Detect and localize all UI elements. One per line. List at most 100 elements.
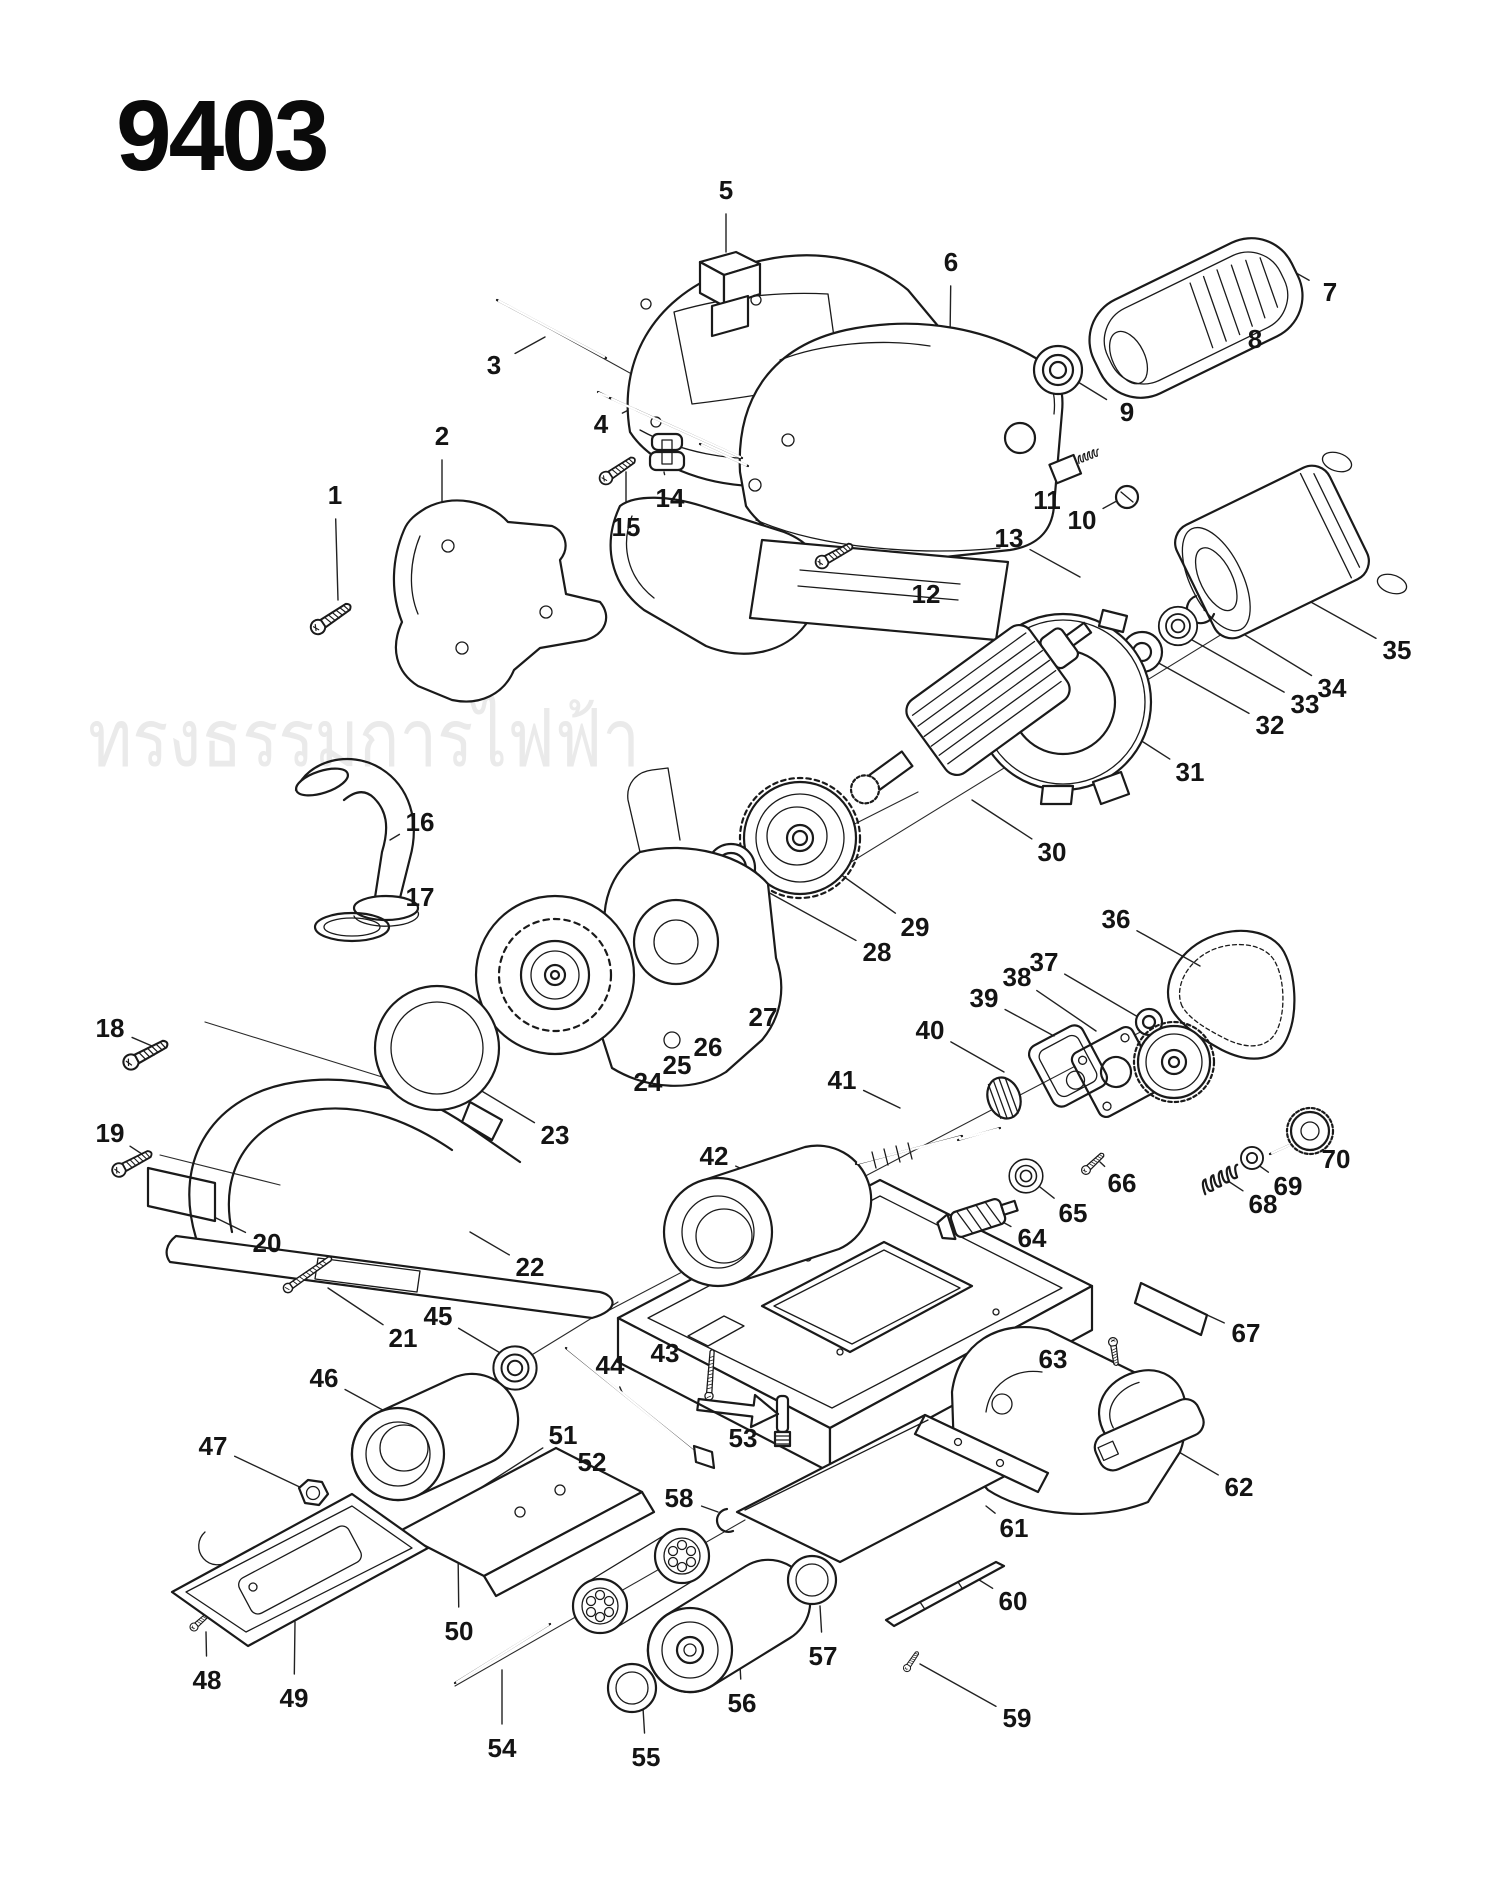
part-label-56: 56 xyxy=(728,1688,757,1718)
part-label-45: 45 xyxy=(424,1301,453,1331)
part-label-3: 3 xyxy=(487,350,501,380)
leader-part-33 xyxy=(1177,631,1285,693)
part-label-38: 38 xyxy=(1003,962,1032,992)
leader-part-58 xyxy=(700,1505,719,1513)
leader-part-61 xyxy=(985,1505,996,1514)
part-29-gear xyxy=(738,776,862,900)
part-label-41: 41 xyxy=(828,1065,857,1095)
part-18-screw xyxy=(119,1035,172,1074)
leader-part-47 xyxy=(233,1455,307,1491)
part-label-33: 33 xyxy=(1291,689,1320,719)
leader-part-32 xyxy=(1145,655,1250,715)
part-label-52: 52 xyxy=(578,1447,607,1477)
part-70-knob xyxy=(1268,1106,1335,1156)
part-15-screw xyxy=(596,452,639,488)
part-label-55: 55 xyxy=(632,1742,661,1772)
part-label-18: 18 xyxy=(96,1013,125,1043)
leader-part-3 xyxy=(514,336,546,355)
leader-part-49 xyxy=(293,1621,296,1675)
part-41-roller-shaft xyxy=(854,1126,1002,1169)
part-label-66: 66 xyxy=(1108,1168,1137,1198)
part-label-14: 14 xyxy=(656,483,685,513)
part-number-labels: 1234567891011121314151617181920212223242… xyxy=(96,175,1412,1772)
part-3-rod xyxy=(495,298,608,360)
leader-part-21 xyxy=(327,1287,384,1326)
leader-part-22 xyxy=(469,1231,510,1256)
part-label-59: 59 xyxy=(1003,1703,1032,1733)
part-label-36: 36 xyxy=(1102,904,1131,934)
part-label-17: 17 xyxy=(406,882,435,912)
leader-part-51 xyxy=(481,1447,544,1488)
part-label-70: 70 xyxy=(1322,1144,1351,1174)
part-68-spring xyxy=(1198,1161,1244,1196)
leader-part-36 xyxy=(1136,930,1201,967)
leader-part-41 xyxy=(862,1089,901,1109)
part-5-switch xyxy=(698,250,762,338)
part-44-bar xyxy=(564,1346,716,1470)
part-roller-bracket xyxy=(571,1527,711,1635)
part-label-16: 16 xyxy=(406,807,435,837)
part-64-gear xyxy=(936,1198,1019,1241)
leader-part-23 xyxy=(479,1089,536,1124)
leader-part-35 xyxy=(1299,595,1377,640)
part-58-clip xyxy=(715,1507,735,1533)
part-label-68: 68 xyxy=(1249,1189,1278,1219)
part-label-1: 1 xyxy=(328,480,342,510)
part-label-11: 11 xyxy=(1033,485,1061,515)
part-label-35: 35 xyxy=(1383,635,1412,665)
part-label-40: 40 xyxy=(916,1015,945,1045)
part-label-42: 42 xyxy=(700,1141,729,1171)
leader-part-29 xyxy=(839,873,897,914)
pointer-arrow xyxy=(696,1393,780,1429)
part-57-ring xyxy=(786,1554,838,1606)
part-16-dust-nozzle xyxy=(294,757,420,927)
part-label-5: 5 xyxy=(719,175,733,205)
part-9-bearing xyxy=(1032,344,1084,396)
part-1-screw xyxy=(307,598,356,638)
part-label-8: 8 xyxy=(1248,324,1262,354)
part-pulley xyxy=(1132,1020,1216,1104)
part-65-bearing xyxy=(1008,1158,1044,1194)
part-23-belt-cover xyxy=(373,984,504,1142)
part-label-27: 27 xyxy=(749,1002,778,1032)
part-36-timing-belt xyxy=(1166,929,1296,1060)
part-39-gasket xyxy=(1027,1024,1109,1108)
part-label-9: 9 xyxy=(1120,397,1134,427)
part-label-44: 44 xyxy=(596,1350,625,1380)
leader-part-16 xyxy=(389,833,401,841)
leader-part-48 xyxy=(205,1631,208,1657)
part-67-label-plate xyxy=(1133,1281,1209,1337)
part-69-washer xyxy=(1240,1146,1264,1170)
leader-part-40 xyxy=(950,1041,1005,1073)
part-50-lever xyxy=(396,1446,656,1598)
part-label-26: 26 xyxy=(694,1032,723,1062)
part-label-65: 65 xyxy=(1059,1198,1088,1228)
leader-part-55 xyxy=(642,1707,646,1734)
part-4-tube xyxy=(596,390,750,468)
part-label-62: 62 xyxy=(1225,1472,1254,1502)
part-55-ring xyxy=(606,1662,658,1714)
part-35-field xyxy=(1174,464,1370,640)
part-11-carbon-brush xyxy=(1048,447,1102,485)
leader-part-66 xyxy=(1099,1161,1106,1168)
part-label-64: 64 xyxy=(1018,1223,1047,1253)
part-49-plate xyxy=(170,1492,430,1648)
part-label-29: 29 xyxy=(901,912,930,942)
part-47-nut xyxy=(297,1478,330,1507)
part-label-39: 39 xyxy=(970,983,999,1013)
leader-part-14 xyxy=(663,471,666,476)
leader-part-57 xyxy=(819,1605,823,1633)
field-lead-ring xyxy=(1321,451,1353,473)
leader-part-38 xyxy=(1036,989,1097,1032)
part-8-rear-cover xyxy=(1088,237,1304,399)
leader-part-13 xyxy=(1029,548,1081,578)
field-lead-ring xyxy=(1376,573,1408,595)
part-2-cover xyxy=(392,499,608,703)
leader-part-37 xyxy=(1064,973,1151,1025)
part-label-2: 2 xyxy=(435,421,449,451)
part-60-blade xyxy=(884,1560,1006,1628)
part-label-60: 60 xyxy=(999,1586,1028,1616)
part-label-50: 50 xyxy=(445,1616,474,1646)
part-56-roller xyxy=(646,1558,812,1694)
